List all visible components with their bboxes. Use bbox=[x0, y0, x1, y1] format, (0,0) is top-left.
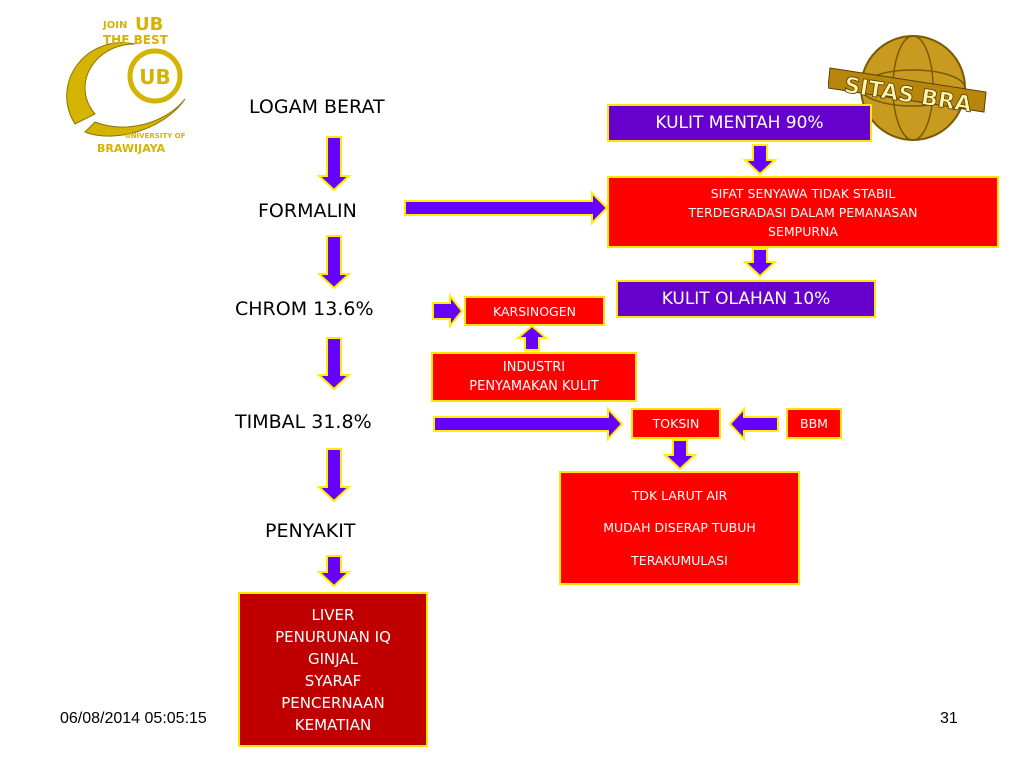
arrow-penyakit-effects bbox=[316, 555, 352, 588]
label-penyakit: PENYAKIT bbox=[265, 520, 356, 542]
label-logam-berat: LOGAM BERAT bbox=[249, 96, 385, 118]
arrow-mentah-sifat bbox=[742, 144, 778, 176]
arrow-bbm-toksin bbox=[728, 406, 779, 442]
box-sifat-senyawa: SIFAT SENYAWA TIDAK STABIL TERDEGRADASI … bbox=[607, 176, 999, 248]
box-effects: LIVER PENURUNAN IQ GINJAL SYARAF PENCERN… bbox=[238, 592, 428, 747]
box-bbm: BBM bbox=[786, 408, 842, 439]
label-formalin: FORMALIN bbox=[258, 200, 357, 222]
box-kulit-olahan: KULIT OLAHAN 10% bbox=[616, 280, 876, 318]
label-timbal: TIMBAL 31.8% bbox=[235, 411, 372, 433]
arrow-formalin-sifat bbox=[404, 190, 609, 226]
box-industri: INDUSTRI PENYAMAKAN KULIT bbox=[431, 352, 637, 402]
box-tdk-larut: TDK LARUT AIR MUDAH DISERAP TUBUH TERAKU… bbox=[559, 471, 800, 585]
box-karsinogen: KARSINOGEN bbox=[464, 296, 605, 326]
footer-page-number: 31 bbox=[940, 710, 958, 727]
arrow-timbal-toksin bbox=[433, 406, 624, 442]
ub-logo-icon: UB JOIN UB THE BEST UNIVERSITY OF BRAWIJ… bbox=[66, 14, 186, 155]
arrow-toksin-tdk bbox=[662, 439, 698, 471]
arrow-formalin-chrom bbox=[316, 235, 352, 290]
ub-logo: UB JOIN UB THE BEST UNIVERSITY OF BRAWIJ… bbox=[55, 14, 205, 159]
arrow-chrom-timbal bbox=[316, 337, 352, 391]
arrow-logam-formalin bbox=[316, 136, 352, 192]
svg-text:BRAWIJAYA: BRAWIJAYA bbox=[97, 142, 166, 155]
label-chrom: CHROM 13.6% bbox=[235, 298, 374, 320]
arrow-industri-karsinogen bbox=[515, 324, 549, 351]
svg-text:JOIN: JOIN bbox=[102, 20, 127, 31]
ub-badge-text: UB bbox=[139, 65, 170, 89]
box-kulit-mentah: KULIT MENTAH 90% bbox=[607, 104, 872, 142]
svg-text:THE BEST: THE BEST bbox=[103, 33, 169, 47]
svg-text:UNIVERSITY OF: UNIVERSITY OF bbox=[125, 132, 186, 140]
arrow-sifat-olahan bbox=[742, 248, 778, 278]
svg-text:UB: UB bbox=[135, 14, 163, 35]
arrow-chrom-karsinogen bbox=[432, 293, 464, 329]
arrow-timbal-penyakit bbox=[316, 448, 352, 503]
footer-datetime: 06/08/2014 05:05:15 bbox=[60, 710, 207, 727]
box-toksin: TOKSIN bbox=[631, 408, 721, 439]
